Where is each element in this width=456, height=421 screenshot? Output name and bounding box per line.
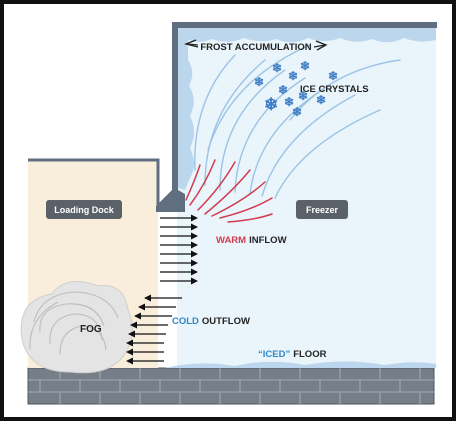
cold-air-swirls [194,44,401,199]
warm-inflow-arrows [160,214,198,285]
snowflake-icon: ❄ [292,105,302,119]
freezer-badge: Freezer [296,200,348,219]
arrow-right-icon [160,214,198,222]
dock-wall [28,158,160,210]
iced-floor-label: “ICED”FLOOR [258,349,327,360]
snowflake-icon: ❄ [298,89,308,103]
ice-crystals-label: ICE CRYSTALS [300,84,369,95]
arrow-left-icon [144,294,182,302]
arrow-right-icon [160,250,198,258]
loading-dock-badge: Loading Dock [46,200,122,219]
arrow-left-icon [126,339,164,347]
arrow-right-icon [160,259,198,267]
arrow-left-icon [126,348,164,356]
freezer-area [177,24,436,368]
frost-accumulation-callout: FROST ACCUMULATION [183,39,328,53]
arrow-left-icon [130,321,168,329]
freezer-airflow-diagram: ❄ ❄ ❄ ❄ ❄ ❄ ❄ ❄ ❄ ❄ ❄ FROST ACCUMULATION… [20,22,437,405]
snowflake-icon: ❄ [300,59,310,73]
brick-floor [27,367,435,405]
snowflake-icon: ❄ [288,69,298,83]
arrow-left-icon [128,330,166,338]
cold-outflow-arrows [126,294,182,365]
arrow-left-icon [134,312,172,320]
arrow-right-icon [160,232,198,240]
snowflake-icon: ❄ [284,95,294,109]
floor-ice [165,361,436,368]
arrow-right-icon [160,277,198,285]
snowflake-icon: ❄ [264,95,278,114]
snowflake-icon: ❄ [254,75,264,89]
snowflake-icon: ❄ [316,93,326,107]
snowflake-icons: ❄ ❄ ❄ ❄ ❄ ❄ ❄ ❄ ❄ ❄ [254,59,338,119]
arrow-left-icon [126,357,164,365]
warm-air-streaks [185,159,273,223]
snowflake-icon: ❄ [272,61,282,75]
snowflake-icon: ❄ [328,69,338,83]
fog-label: FOG [80,324,102,335]
snowflake-icon: ❄ [278,83,288,97]
arrow-right-icon [160,268,198,276]
arrow-left-icon [138,303,176,311]
freezer-label: Freezer [306,205,339,215]
arrow-right-icon [160,241,198,249]
loading-dock-label: Loading Dock [54,205,114,215]
frost-accumulation-label: FROST ACCUMULATION [200,42,311,53]
fog-cloud [20,281,133,374]
arrow-right-icon [160,223,198,231]
